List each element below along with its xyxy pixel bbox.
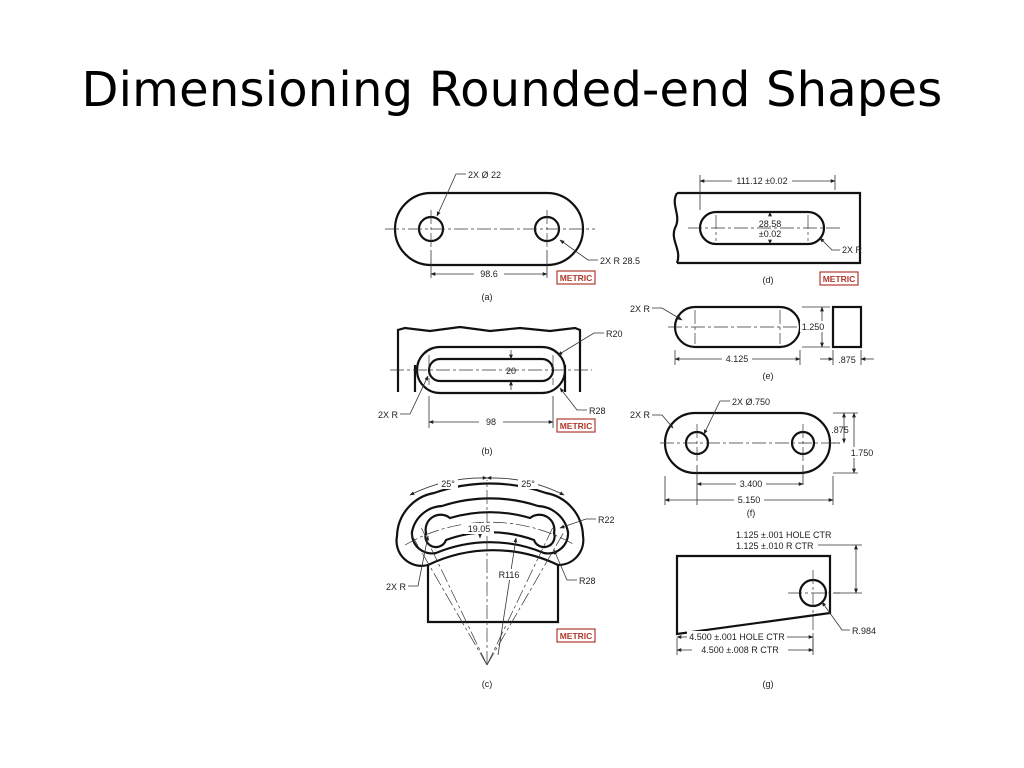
view-b: 20 98 R20 2X R R28 METRIC (b) bbox=[378, 325, 623, 456]
c-caption: (c) bbox=[482, 679, 493, 689]
f-overall-dim: 5.150 bbox=[738, 495, 761, 505]
f-radius-note: 2X R bbox=[630, 410, 651, 420]
d-slot-width: 28.58 bbox=[759, 219, 782, 229]
e-radius-note: 2X R bbox=[630, 304, 651, 314]
view-d: 111.12 ±0.02 28.58 ±0.02 2X R METRIC (d) bbox=[672, 175, 863, 286]
b-inner-width: 20 bbox=[506, 366, 516, 376]
e-length-dim: 4.125 bbox=[726, 354, 749, 364]
d-overall-dim: 111.12 ±0.02 bbox=[736, 176, 787, 186]
e-thickness-dim: .875 bbox=[838, 355, 856, 365]
d-radius-note: 2X R bbox=[842, 245, 863, 255]
slide-title: Dimensioning Rounded-end Shapes bbox=[81, 62, 943, 118]
c-radius-note: 2X R bbox=[386, 582, 407, 592]
f-hole-ctr-dim: 3.400 bbox=[740, 479, 763, 489]
rounded-end-dimensioning-figure: 98.6 2X Ø 22 2X R 28.5 METRIC (a) 20 98 … bbox=[378, 170, 876, 689]
f-half-height: .875 bbox=[831, 425, 849, 435]
b-r28: R28 bbox=[589, 406, 606, 416]
b-length-dim: 98 bbox=[486, 417, 496, 427]
b-caption: (b) bbox=[482, 446, 493, 456]
g-r-ctr-h: 4.500 ±.008 R CTR bbox=[701, 645, 779, 655]
a-radius-note: 2X R 28.5 bbox=[600, 256, 640, 266]
view-g: 1.125 ±.001 HOLE CTR 1.125 ±.010 R CTR 4… bbox=[675, 530, 876, 689]
g-radius: R.984 bbox=[852, 626, 876, 636]
d-metric-label: METRIC bbox=[823, 274, 856, 284]
d-caption: (d) bbox=[763, 275, 774, 285]
g-hole-ctr-h: 4.500 ±.001 HOLE CTR bbox=[689, 632, 785, 642]
c-angle-left: 25° bbox=[441, 479, 455, 489]
c-arc-radius: R116 bbox=[499, 570, 520, 580]
b-outer-radius: R20 bbox=[606, 329, 623, 339]
f-caption: (f) bbox=[747, 508, 756, 518]
view-e: 1.250 4.125 .875 2X R (e) bbox=[630, 304, 874, 381]
d-slot-tol: ±0.02 bbox=[759, 229, 781, 239]
c-width-dim: 19.05 bbox=[468, 524, 491, 534]
view-a: 98.6 2X Ø 22 2X R 28.5 METRIC (a) bbox=[385, 170, 640, 302]
e-height-dim: 1.250 bbox=[802, 322, 825, 332]
a-metric-label: METRIC bbox=[560, 273, 593, 283]
view-c: 25° 25° 19.05 R116 R22 2X R R28 METRIC (… bbox=[386, 475, 615, 689]
e-caption: (e) bbox=[763, 371, 774, 381]
c-angle-right: 25° bbox=[521, 479, 535, 489]
c-outer-radius: R22 bbox=[598, 515, 615, 525]
g-r-ctr-v: 1.125 ±.010 R CTR bbox=[736, 541, 814, 551]
view-f: .875 1.750 3.400 5.150 2X R 2X Ø.750 (f) bbox=[630, 397, 876, 518]
c-metric-label: METRIC bbox=[560, 631, 593, 641]
a-length-dim: 98.6 bbox=[480, 269, 498, 279]
f-hole-note: 2X Ø.750 bbox=[732, 397, 770, 407]
f-height-dim: 1.750 bbox=[851, 448, 874, 458]
c-r28: R28 bbox=[579, 576, 596, 586]
g-caption: (g) bbox=[763, 679, 774, 689]
b-radius-note: 2X R bbox=[378, 410, 399, 420]
a-hole-note: 2X Ø 22 bbox=[468, 170, 501, 180]
g-hole-ctr-v: 1.125 ±.001 HOLE CTR bbox=[736, 530, 832, 540]
a-caption: (a) bbox=[482, 292, 493, 302]
b-metric-label: METRIC bbox=[560, 421, 593, 431]
